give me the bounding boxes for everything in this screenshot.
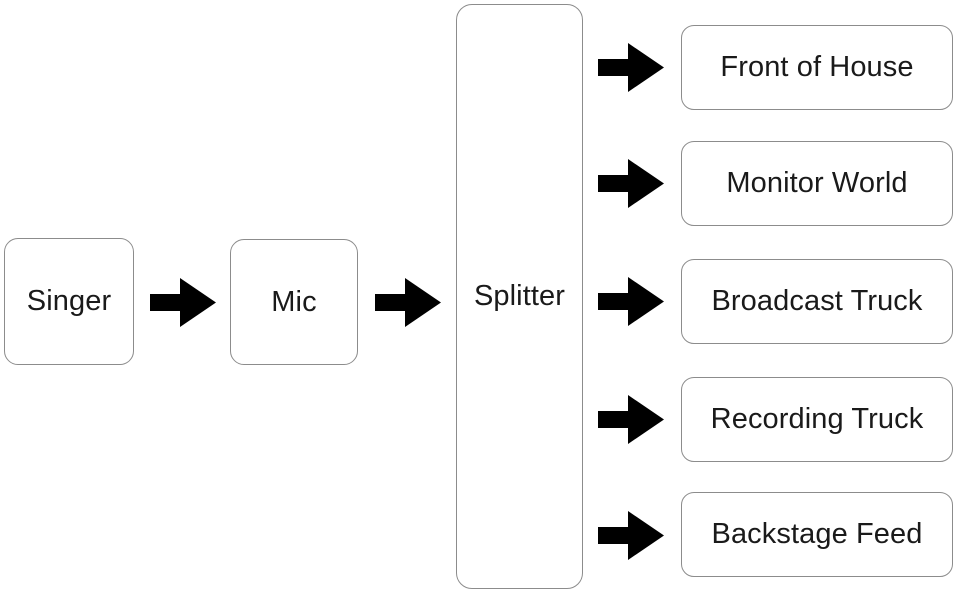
- node-splitter[interactable]: Splitter: [456, 4, 583, 589]
- node-recording-truck-label: Recording Truck: [710, 403, 924, 435]
- node-front-of-house[interactable]: Front of House: [681, 25, 953, 110]
- right-arrow-icon: [150, 278, 216, 327]
- node-monitor-world-label: Monitor World: [726, 167, 908, 199]
- right-arrow-icon: [375, 278, 441, 327]
- node-broadcast-truck[interactable]: Broadcast Truck: [681, 259, 953, 344]
- node-backstage-feed-label: Backstage Feed: [711, 518, 923, 550]
- node-splitter-label: Splitter: [473, 280, 566, 312]
- node-mic[interactable]: Mic: [230, 239, 358, 365]
- node-broadcast-truck-label: Broadcast Truck: [711, 285, 923, 317]
- node-singer[interactable]: Singer: [4, 238, 134, 365]
- node-front-of-house-label: Front of House: [720, 51, 914, 83]
- node-mic-label: Mic: [271, 285, 317, 318]
- right-arrow-icon: [598, 395, 664, 444]
- node-singer-label: Singer: [26, 285, 112, 317]
- node-recording-truck[interactable]: Recording Truck: [681, 377, 953, 462]
- node-backstage-feed[interactable]: Backstage Feed: [681, 492, 953, 577]
- right-arrow-icon: [598, 511, 664, 560]
- right-arrow-icon: [598, 159, 664, 208]
- right-arrow-icon: [598, 43, 664, 92]
- node-monitor-world[interactable]: Monitor World: [681, 141, 953, 226]
- right-arrow-icon: [598, 277, 664, 326]
